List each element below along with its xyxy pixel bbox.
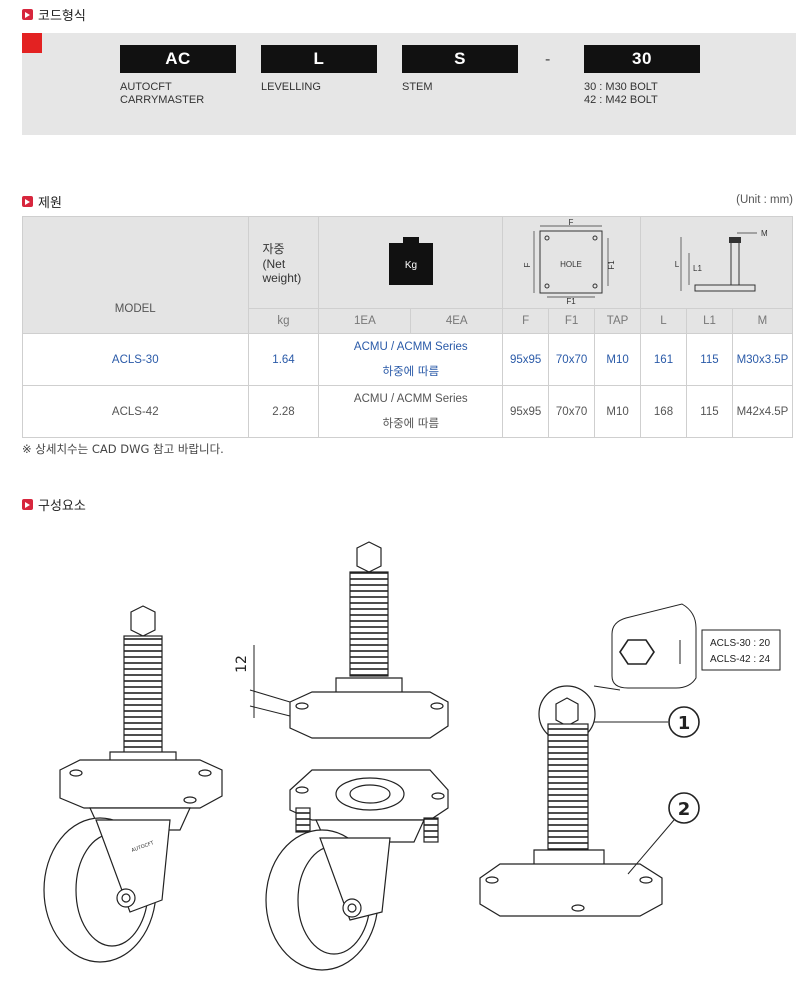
code-dash: -	[545, 51, 551, 68]
sub-header: 4EA	[410, 308, 504, 334]
section-title-code-label: 코드형식	[38, 9, 86, 24]
series-text: ACMU / ACMM Series	[353, 392, 468, 405]
m-cell: M42x4.5P	[731, 385, 794, 438]
sub-header: F1	[548, 308, 596, 334]
code-key: AC	[120, 45, 236, 73]
l-cell: 168	[640, 385, 687, 438]
load-text: 하중에 따름	[382, 415, 440, 430]
plate-diagram-cell: F F1 F F1 HOLE	[502, 216, 642, 309]
code-cell-s: S STEM	[402, 45, 518, 94]
section-title-parts-label: 구성요소	[38, 499, 86, 514]
red-square-icon	[22, 33, 42, 53]
model-cell: ACLS-42	[22, 385, 249, 438]
spec-table: MODEL 자중 (Net weight) Kg F F1 F	[22, 216, 794, 438]
code-key: S	[402, 45, 518, 73]
series-cell: ACMU / ACMM Series 하중에 따름	[318, 333, 504, 386]
svg-text:HOLE: HOLE	[560, 260, 582, 269]
svg-text:F1: F1	[566, 297, 576, 305]
unit-label: (Unit : mm)	[736, 194, 793, 206]
arrow-bullet-icon	[22, 499, 33, 510]
callout-line-1: ACLS-30 : 20	[710, 638, 770, 649]
dimension-12: 12	[234, 645, 291, 718]
callout-line-2: ACLS-42 : 24	[710, 654, 770, 665]
code-desc: LEVELLING	[261, 81, 321, 93]
svg-text:L: L	[674, 260, 679, 269]
part-number-1: 1	[594, 706, 700, 738]
code-desc: STEM	[402, 81, 433, 93]
l-cell: 161	[640, 333, 687, 386]
caster-assembly-middle	[265, 541, 449, 971]
load-text: 하중에 따름	[382, 363, 440, 378]
sub-header: L1	[685, 308, 733, 334]
sub-header: kg	[247, 308, 320, 334]
sub-header: M	[731, 308, 794, 334]
sub-header: TAP	[594, 308, 642, 334]
kg-cell: 1.64	[247, 333, 320, 386]
f-cell: 95x95	[502, 385, 550, 438]
f-cell: 95x95	[502, 333, 550, 386]
arrow-bullet-icon	[22, 196, 33, 207]
code-key: L	[261, 45, 377, 73]
series-text: ACMU / ACMM Series	[353, 340, 468, 353]
l1-cell: 115	[685, 385, 733, 438]
leveling-stem-right	[479, 685, 663, 917]
model-header: MODEL	[22, 216, 249, 334]
section-title-code: 코드형식	[22, 5, 86, 24]
svg-text:F1: F1	[607, 260, 616, 270]
part-number-2: 2	[627, 792, 700, 875]
code-cell-30: 30 30 : M30 BOLT 42 : M42 BOLT	[584, 45, 700, 107]
m-cell: M30x3.5P	[731, 333, 794, 386]
code-desc: AUTOCFT CARRYMASTER	[120, 81, 205, 106]
svg-text:L1: L1	[693, 264, 702, 273]
caster-assembly-left: AUTOCFT	[43, 605, 223, 963]
code-desc: 30 : M30 BOLT 42 : M42 BOLT	[584, 81, 658, 106]
tap-cell: M10	[594, 333, 642, 386]
sub-header: 1EA	[318, 308, 412, 334]
hex-callout: ACLS-30 : 20 ACLS-42 : 24	[593, 603, 781, 691]
dim-12-label: 12	[234, 655, 250, 673]
arrow-bullet-icon	[22, 9, 33, 20]
svg-text:F: F	[523, 262, 532, 267]
section-title-spec: 제원	[22, 192, 62, 211]
svg-text:M: M	[761, 229, 768, 238]
weight-icon-label: Kg	[405, 260, 417, 271]
plate-diagram: F F1 F F1 HOLE	[523, 218, 616, 306]
weight-icon: Kg	[388, 237, 433, 285]
part-number-2-label: 2	[678, 799, 691, 820]
code-format-box: AC AUTOCFT CARRYMASTER L LEVELLING S STE…	[22, 33, 796, 135]
parts-drawing: AUTOCFT 12	[43, 541, 781, 971]
stem-diagram: M L L1	[674, 229, 768, 292]
cad-note: ※ 상세치수는 CAD DWG 참고 바랍니다.	[22, 442, 224, 456]
sub-header: L	[640, 308, 687, 334]
weight-icon-cell: Kg	[318, 216, 504, 309]
svg-text:F: F	[568, 218, 573, 227]
table-row: ACLS-42 2.28 ACMU / ACMM Series 하중에 따름 9…	[22, 385, 794, 438]
kg-cell: 2.28	[247, 385, 320, 438]
tap-cell: M10	[594, 385, 642, 438]
f1-cell: 70x70	[548, 385, 596, 438]
stem-diagram-cell: M L L1	[640, 216, 793, 309]
code-cell-ac: AC AUTOCFT CARRYMASTER	[120, 45, 236, 107]
series-cell: ACMU / ACMM Series 하중에 따름	[318, 385, 504, 438]
weight-header: 자중 (Net weight)	[247, 216, 320, 309]
section-title-parts: 구성요소	[22, 495, 86, 514]
table-row: ACLS-30 1.64 ACMU / ACMM Series 하중에 따름 9…	[22, 333, 794, 386]
section-title-spec-label: 제원	[38, 196, 62, 211]
part-number-1-label: 1	[678, 713, 691, 734]
model-cell: ACLS-30	[22, 333, 249, 386]
f1-cell: 70x70	[548, 333, 596, 386]
code-key: 30	[584, 45, 700, 73]
sub-header: F	[502, 308, 550, 334]
code-cell-l: L LEVELLING	[261, 45, 377, 94]
l1-cell: 115	[685, 333, 733, 386]
